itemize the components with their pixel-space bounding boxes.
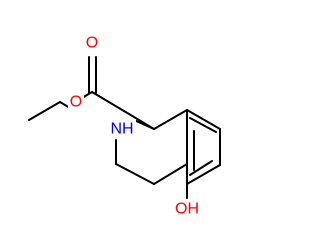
carbonyl-oxygen-label: O (86, 35, 98, 52)
bond-aromatic-inner-3 (189, 160, 213, 176)
bond-c3-c4 (115, 163, 155, 185)
ring-nitrogen-label-bg (107, 119, 136, 139)
bond-c4-c4a (153, 163, 188, 185)
bond-c8a-c8 (186, 109, 221, 130)
hydroxyl-label-bg (172, 199, 202, 219)
ester-oxygen-label-bg (68, 92, 84, 112)
ester-oxygen-label: O (70, 94, 82, 111)
hydroxyl-label: OH (175, 201, 199, 218)
bond-c1-c8a (153, 109, 188, 130)
bond-carbonyl-c-ch2 (91, 91, 125, 112)
bond-aromatic-inner-1 (189, 117, 217, 133)
bond-c7-c6 (186, 164, 221, 185)
carbonyl-oxygen-label-bg (84, 34, 100, 54)
bond-ethyl-ch3-ch2 (28, 101, 61, 121)
ring-nitrogen-label: NH (110, 121, 133, 138)
bond-c1-n (133, 119, 155, 130)
molecule-structure-diagram: O O NH OH (28, 34, 221, 219)
